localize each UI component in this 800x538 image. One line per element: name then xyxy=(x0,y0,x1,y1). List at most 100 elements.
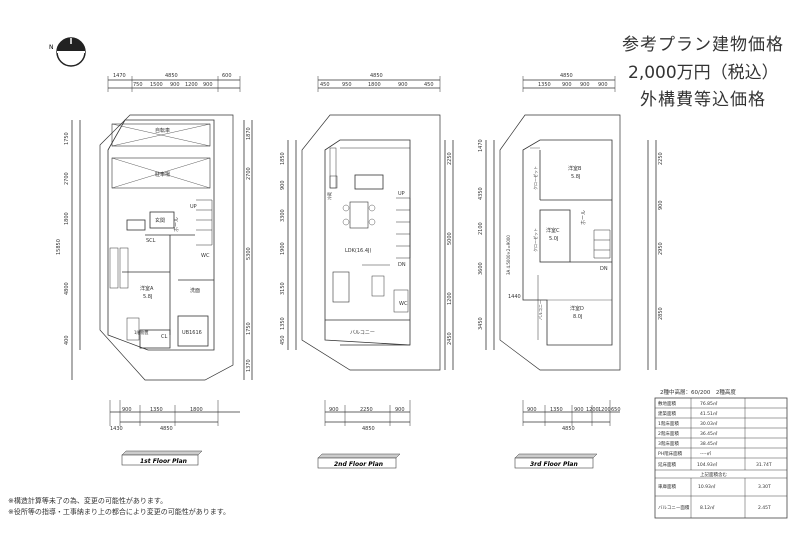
f1-top-dim-1: 1470 xyxy=(113,73,126,79)
f2-left-dim-7: 450 xyxy=(280,335,286,345)
row-f2-label: 2階床面積 xyxy=(658,430,679,437)
row-f1-value: 30.03㎡ xyxy=(700,420,718,427)
f1-top-sub-3: 900 xyxy=(170,82,180,88)
floor-label-3-text: 3rd Floor Plan xyxy=(530,461,578,468)
north-label: N xyxy=(49,44,54,51)
f1-stairs-up: UP xyxy=(190,204,197,210)
floor-label-1: 1st Floor Plan xyxy=(121,450,203,466)
area-table: 2種中高層：60/200 2種高度 敷地面積 76.85㎡ 建築面積 41.51… xyxy=(654,388,788,519)
f1-right-dim-5: 1370 xyxy=(246,359,252,372)
row-site-value: 76.85㎡ xyxy=(700,400,718,407)
row-f3-label: 3階床面積 xyxy=(658,440,679,447)
f2-bottom-dim-3: 900 xyxy=(395,407,405,413)
f2-top-sub-2: 950 xyxy=(342,82,352,88)
f3-left-dim-1: 1470 xyxy=(478,139,484,152)
f1-left-dim-4: 4800 xyxy=(64,282,70,295)
floor-label-2: 2nd Floor Plan xyxy=(317,453,401,469)
f2-left-dim-2: 900 xyxy=(280,180,286,190)
footnote-2: ※役所等の指導・工事納まり上の都合により変更の可能性があります。 xyxy=(8,508,231,516)
f1-bottom-dim-2: 1350 xyxy=(150,407,163,413)
f3-room-b-size: 5.8J xyxy=(571,174,580,180)
area-table-title: 2種中高層：60/200 2種高度 xyxy=(660,388,736,396)
f3-bottom-dim-1: 900 xyxy=(527,407,537,413)
row-ph-label: PH階床面積 xyxy=(658,450,683,457)
f1-room-a-size: 5.8J xyxy=(143,294,152,300)
f3-bottom-dim-6: 650 xyxy=(611,407,621,413)
f1-room-wc: WC xyxy=(201,253,210,259)
floor-label-1-text: 1st Floor Plan xyxy=(140,458,187,465)
f1-room-bike: 自転車 xyxy=(155,127,170,134)
f1-left-dim-2: 2700 xyxy=(64,172,70,185)
f3-room-balcony: バルコニー xyxy=(538,300,543,320)
row-building-label: 建築面積 xyxy=(658,410,676,417)
f2-bottom-total: 4850 xyxy=(362,426,375,432)
floor-2-plan xyxy=(287,76,454,426)
f1-left-dim-3: 1800 xyxy=(64,212,70,225)
floor-label-2-text: 2nd Floor Plan xyxy=(334,461,383,468)
f3-right-dim-1: 2250 xyxy=(658,152,664,165)
f1-left-dim-1: 1750 xyxy=(64,132,70,145)
table-subheader: 上記面積含む xyxy=(700,471,727,478)
f2-bottom-dim-1: 900 xyxy=(329,407,339,413)
f3-room-b: 洋室B xyxy=(568,165,582,172)
f3-note: 3A 4.5000×2=9000 xyxy=(506,235,511,275)
compass-icon: N xyxy=(49,37,86,67)
f3-stairs-dn: DN xyxy=(600,266,608,272)
f2-top-sub-5: 450 xyxy=(424,82,434,88)
price-amount: 2,000万円（税込） xyxy=(628,63,779,83)
f2-fridge: 冷蔵 xyxy=(326,192,332,200)
row-garage-value: 10.93㎡ xyxy=(698,483,716,490)
f1-room-entrance: 玄関 xyxy=(155,217,165,224)
f3-top-sub-4: 900 xyxy=(598,82,608,88)
f2-bottom-dim-2: 2250 xyxy=(360,407,373,413)
f3-left-dim-2: 4350 xyxy=(478,187,484,200)
f3-top-sub-3: 900 xyxy=(580,82,590,88)
f1-right-dim-1: 1870 xyxy=(246,127,252,140)
floor-1-plan xyxy=(71,76,253,426)
row-f2-value: 36.45㎡ xyxy=(700,430,718,437)
f1-room-storage: 1階物置 xyxy=(134,329,149,335)
f1-top-sub-5: 900 xyxy=(203,82,213,88)
f3-top-sub-2: 900 xyxy=(562,82,572,88)
f3-left-dim-3: 2100 xyxy=(478,222,484,235)
f2-room-balcony: バルコニー xyxy=(350,330,375,336)
f1-top-sub-2: 1500 xyxy=(150,82,163,88)
f1-room-a: 洋室A xyxy=(140,285,154,292)
f2-top-sub-1: 450 xyxy=(320,82,330,88)
price-title: 参考プラン建物価格 xyxy=(622,35,784,55)
f2-left-dim-6: 1350 xyxy=(280,317,286,330)
f1-top-dim-2: 4850 xyxy=(165,73,178,79)
f3-room-d-size: 8.0J xyxy=(573,314,582,320)
f1-room-hall: ホール xyxy=(174,217,180,232)
floor-3-plan xyxy=(485,76,657,426)
f3-left-dim-5: 1440 xyxy=(508,294,521,300)
f2-right-dim-4: 2450 xyxy=(447,332,453,345)
f3-room-d: 洋室D xyxy=(570,305,584,312)
f2-top-total: 4850 xyxy=(370,73,383,79)
f2-left-dim-1: 1850 xyxy=(280,152,286,165)
f1-bottom-dim-3: 1800 xyxy=(190,407,203,413)
row-site-label: 敷地面積 xyxy=(658,400,676,407)
f1-right-dim-2: 2700 xyxy=(246,167,252,180)
f2-left-dim-5: 3150 xyxy=(280,282,286,295)
row-balcony-extra: 2.45T xyxy=(758,505,771,511)
f1-room-wash: 洗面 xyxy=(190,287,200,294)
row-balcony-label: バルコニー面積 xyxy=(658,504,690,511)
f2-stairs-dn: DN xyxy=(398,262,406,268)
f2-right-dim-2: 5000 xyxy=(447,232,453,245)
f3-top-sub-1: 1350 xyxy=(538,82,551,88)
f1-right-dim-3: 5300 xyxy=(246,247,252,260)
f1-left-total: 15850 xyxy=(56,239,62,255)
f3-bottom-total: 4850 xyxy=(562,426,575,432)
row-f3-value: 38.45㎡ xyxy=(700,440,718,447)
f3-left-dim-6: 3450 xyxy=(478,317,484,330)
f1-top-dim-3: 600 xyxy=(222,73,232,79)
f2-stairs-up: UP xyxy=(398,191,405,197)
f3-right-dim-4: 2850 xyxy=(658,307,664,320)
f1-bottom-dim-1: 900 xyxy=(122,407,132,413)
f2-right-dim-3: 1200 xyxy=(447,292,453,305)
f2-room-ldk: LDK(16.4J) xyxy=(345,248,371,254)
f2-room-wc: WC xyxy=(399,301,408,307)
f2-top-sub-3: 1800 xyxy=(368,82,381,88)
